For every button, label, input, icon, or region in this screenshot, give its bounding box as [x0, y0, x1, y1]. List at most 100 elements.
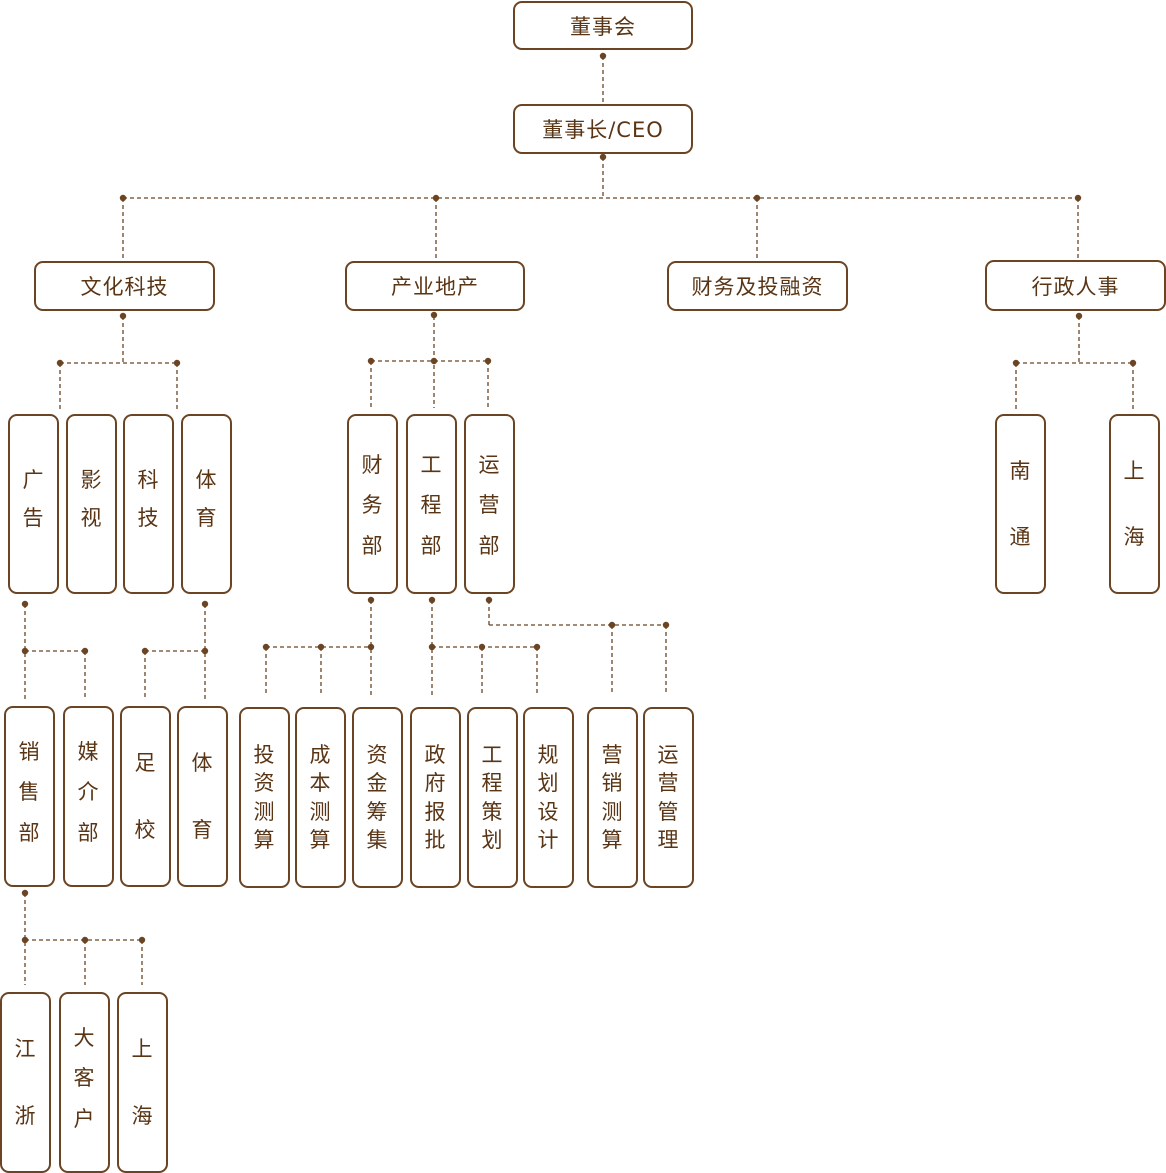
node-cost-calc: 成本测算	[295, 707, 346, 888]
node-char: 部	[77, 820, 100, 845]
node-char: 南	[1009, 458, 1032, 483]
node-char: 上	[131, 1037, 154, 1062]
unit-tech: 科技	[123, 414, 174, 594]
node-char: 媒	[77, 740, 100, 765]
node-gov-approval: 政府报批	[410, 707, 461, 888]
ceo-node: 董事长/CEO	[513, 104, 693, 154]
unit-operations-dept: 运营部	[464, 414, 515, 594]
node-char: 算	[253, 827, 276, 852]
node-char: 影	[80, 467, 103, 492]
unit-finance-dept: 财务部	[347, 414, 398, 594]
node-char: 营	[478, 493, 501, 518]
node-char: 营	[657, 771, 680, 796]
node-char: 大	[73, 1026, 96, 1051]
node-char: 财	[361, 453, 384, 477]
node-char: 工	[481, 743, 504, 767]
node-char: 划	[537, 771, 560, 796]
node-char: 程	[481, 771, 504, 796]
node-char: 上	[1123, 458, 1146, 483]
node-fundraising: 资金筹集	[352, 707, 403, 888]
node-football-school: 足校	[120, 706, 171, 887]
node-char: 政	[424, 743, 447, 767]
node-char: 介	[77, 780, 100, 805]
node-media-dept: 媒介部	[63, 706, 114, 887]
node-char: 告	[22, 506, 45, 530]
unit-ads: 广告	[8, 414, 59, 594]
node-char: 广	[22, 467, 45, 492]
node-char: 足	[134, 751, 157, 776]
node-key-accounts: 大客户	[59, 992, 110, 1173]
unit-shanghai: 上海	[1109, 414, 1160, 594]
node-char: 报	[424, 799, 447, 824]
node-char: 育	[191, 817, 214, 842]
node-char: 集	[366, 827, 389, 852]
node-char: 资	[253, 771, 276, 796]
node-operations-mgmt: 运营管理	[643, 707, 694, 888]
node-char: 视	[80, 506, 103, 530]
division-finance-invest: 财务及投融资	[667, 261, 848, 311]
node-char: 海	[131, 1103, 154, 1128]
node-char: 管	[657, 799, 680, 824]
node-char: 金	[366, 771, 389, 796]
node-shanghai-sales: 上海	[117, 992, 168, 1173]
division-admin-hr: 行政人事	[985, 260, 1166, 311]
node-char: 江	[14, 1037, 37, 1062]
node-char: 成	[309, 743, 332, 767]
node-char: 资	[366, 743, 389, 767]
node-char: 计	[537, 827, 560, 852]
node-char: 程	[420, 493, 443, 518]
node-planning-design: 规划设计	[523, 707, 574, 888]
node-char: 算	[601, 827, 624, 852]
node-char: 校	[134, 817, 157, 842]
node-char: 测	[253, 799, 276, 824]
node-jiangzhe: 江浙	[0, 992, 51, 1173]
node-char: 浙	[14, 1103, 37, 1128]
node-char: 务	[361, 493, 384, 518]
board-node: 董事会	[513, 1, 693, 50]
node-char: 测	[601, 799, 624, 824]
node-char: 育	[195, 506, 218, 530]
node-char: 运	[657, 743, 680, 767]
node-char: 府	[424, 771, 447, 796]
node-char: 理	[657, 827, 680, 852]
node-char: 海	[1123, 524, 1146, 549]
unit-nantong: 南通	[995, 414, 1046, 594]
node-char: 体	[195, 467, 218, 492]
node-investment-calc: 投资测算	[239, 707, 290, 888]
unit-sports: 体育	[181, 414, 232, 594]
node-char: 部	[420, 533, 443, 558]
node-marketing-calc: 营销测算	[587, 707, 638, 888]
node-char: 策	[481, 799, 504, 824]
node-char: 营	[601, 743, 624, 767]
division-real-estate: 产业地产	[345, 261, 525, 311]
node-char: 部	[361, 533, 384, 558]
node-char: 科	[137, 467, 160, 492]
node-char: 测	[309, 799, 332, 824]
node-char: 运	[478, 453, 501, 477]
node-char: 部	[478, 533, 501, 558]
node-char: 客	[73, 1066, 96, 1091]
node-char: 销	[18, 740, 41, 765]
node-char: 工	[420, 453, 443, 477]
node-eng-planning: 工程策划	[467, 707, 518, 888]
node-char: 售	[18, 780, 41, 805]
node-sales-dept: 销售部	[4, 706, 55, 887]
division-culture-tech: 文化科技	[34, 261, 215, 311]
node-char: 销	[601, 771, 624, 796]
node-char: 户	[73, 1106, 96, 1131]
node-char: 技	[137, 506, 160, 530]
node-char: 投	[253, 743, 276, 767]
node-char: 批	[424, 827, 447, 852]
node-sports: 体育	[177, 706, 228, 887]
node-char: 规	[537, 743, 560, 767]
node-char: 算	[309, 827, 332, 852]
node-char: 划	[481, 827, 504, 852]
unit-engineering-dept: 工程部	[406, 414, 457, 594]
unit-film: 影视	[66, 414, 117, 594]
node-char: 本	[309, 771, 332, 796]
node-char: 体	[191, 751, 214, 776]
node-char: 筹	[366, 799, 389, 824]
node-char: 通	[1009, 524, 1032, 549]
node-char: 设	[537, 799, 560, 824]
